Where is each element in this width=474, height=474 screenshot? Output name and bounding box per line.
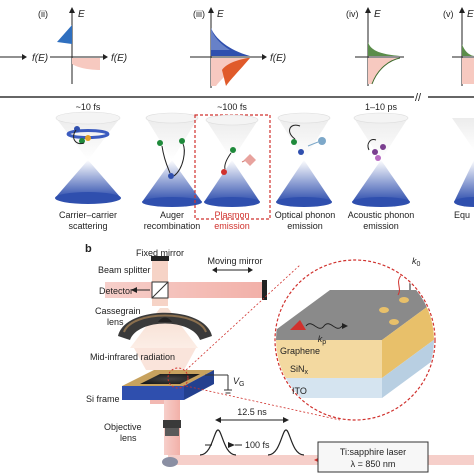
dirac-cone-plasmon bbox=[204, 114, 260, 207]
moving-mirror bbox=[262, 280, 267, 300]
process-label: Optical phonon bbox=[275, 210, 336, 220]
distribution-plot-v: (v) E bbox=[443, 7, 474, 86]
energy-axis-label: E bbox=[374, 9, 381, 20]
panel-label-v: (v) bbox=[443, 9, 454, 19]
pulse-period-label: 12.5 ns bbox=[237, 407, 267, 417]
process-label: emission bbox=[363, 221, 399, 231]
fixed-mirror-label: Fixed mirror bbox=[136, 248, 184, 258]
mid-ir-label: Mid-infrared radiation bbox=[90, 352, 175, 362]
objective-label: Objective bbox=[104, 422, 142, 432]
dirac-cone-auger bbox=[142, 112, 202, 207]
process-label-highlighted: emission bbox=[214, 221, 250, 231]
dirac-cone-equilibrium bbox=[452, 118, 474, 207]
dirac-cone-carrier-scattering bbox=[55, 111, 121, 204]
process-label: Auger bbox=[160, 210, 184, 220]
ito-label: ITO bbox=[292, 386, 307, 396]
dirac-cone-optical-phonon bbox=[276, 112, 332, 207]
dirac-cone-acoustic-phonon bbox=[352, 112, 410, 207]
kp-label: kp bbox=[318, 334, 327, 346]
si-frame-label: Si frame bbox=[86, 394, 120, 404]
moving-mirror-label: Moving mirror bbox=[207, 256, 262, 266]
f-axis-label: f(E) bbox=[111, 53, 127, 64]
energy-axis-label: E bbox=[467, 9, 474, 20]
distribution-plot-iii: (iii) E f(E) bbox=[190, 7, 286, 88]
detector-label: Detector bbox=[99, 286, 133, 296]
energy-axis-label: E bbox=[78, 9, 85, 20]
process-label: Carrier–carrier bbox=[59, 210, 117, 220]
timescale-label: ~10 fs bbox=[76, 102, 101, 112]
left-f-axis: f(E) bbox=[0, 53, 48, 64]
distribution-plot-iv: (iv) E bbox=[346, 7, 404, 86]
objective-lens bbox=[163, 420, 181, 428]
f-axis-label: f(E) bbox=[270, 53, 286, 64]
process-label: Equ bbox=[454, 210, 470, 220]
fixed-mirror bbox=[151, 256, 169, 261]
panel-label-iii: (iii) bbox=[193, 9, 205, 19]
sample-stage: VG Si frame bbox=[86, 367, 244, 404]
panel-label-b: b bbox=[85, 243, 92, 255]
process-labels: Carrier–carrier scattering Auger recombi… bbox=[59, 210, 470, 231]
panel-label-iv: (iv) bbox=[346, 9, 359, 19]
timescale-label: 1–10 ps bbox=[365, 102, 398, 112]
laser-source-box: Ti:sapphire laser λ = 850 nm bbox=[317, 441, 429, 473]
left-f-axis-label: f(E) bbox=[32, 53, 48, 64]
process-label: Acoustic phonon bbox=[348, 210, 415, 220]
process-label: recombination bbox=[144, 221, 201, 231]
distribution-plot-ii: (ii) E f(E) bbox=[38, 7, 127, 84]
energy-axis-label: E bbox=[217, 9, 224, 20]
gate-voltage-label: VG bbox=[233, 376, 244, 388]
beam-splitter-label: Beam splitter bbox=[98, 265, 151, 275]
sin-label: SiNx bbox=[290, 364, 309, 376]
axis-break: // bbox=[415, 92, 422, 104]
pulse-width-label: 100 fs bbox=[245, 440, 270, 450]
pulse-train: 12.5 ns 100 fs bbox=[199, 407, 330, 463]
process-label: scattering bbox=[68, 221, 107, 231]
cassegrain-label: Cassegrain bbox=[95, 306, 141, 316]
timescale-label: ~100 fs bbox=[217, 102, 247, 112]
cassegrain-label: lens bbox=[107, 317, 124, 327]
process-label: emission bbox=[287, 221, 323, 231]
k0-label: k0 bbox=[412, 256, 421, 268]
laser-wavelength-label: λ = 850 nm bbox=[351, 459, 396, 469]
time-axis: // ~10 fs ~100 fs 1–10 ps bbox=[0, 92, 474, 112]
graphene-label: Graphene bbox=[280, 346, 320, 356]
process-label-highlighted: Plasmon bbox=[214, 210, 249, 220]
interferometer: Fixed mirror Moving mirror Beam splitter… bbox=[98, 248, 267, 306]
zoom-inset: kp k0 Graphene SiNx ITO bbox=[185, 256, 436, 421]
laser-name-label: Ti:sapphire laser bbox=[340, 447, 406, 457]
cassegrain-lens: Cassegrain lens bbox=[95, 306, 212, 370]
panel-label-ii: (ii) bbox=[38, 9, 48, 19]
objective-label: lens bbox=[120, 433, 137, 443]
